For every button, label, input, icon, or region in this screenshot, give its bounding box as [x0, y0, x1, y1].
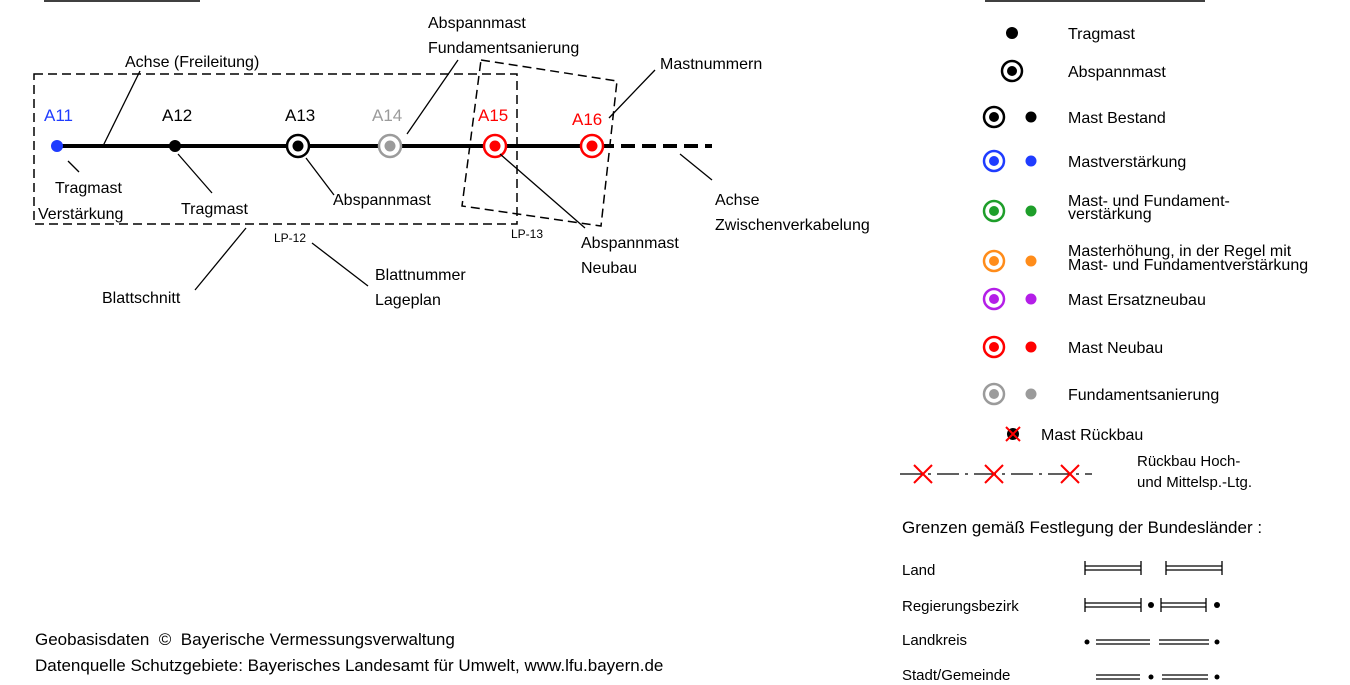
legend-label: und Mittelsp.-Ltg. [1137, 474, 1252, 491]
callout-abspannmast: Abspannmast [333, 192, 431, 209]
callout-abspann-fund-1: Abspannmast [428, 15, 526, 32]
sheet-number-lp12: LP-12 [274, 231, 306, 245]
legend-item-9: Fundamentsanierung [982, 382, 1219, 406]
boundaries-heading: Grenzen gemäß Festlegung der Bundeslände… [902, 518, 1262, 537]
callout-abspann-neu-1: Abspannmast [581, 235, 679, 252]
callout-blattnummer-2: Lageplan [375, 292, 441, 309]
sheet-number-lp13: LP-13 [511, 227, 543, 241]
legend-label: Mast Bestand [1068, 110, 1166, 127]
legend-label: Tragmast [1068, 26, 1136, 43]
sheet-frame-lp13 [461, 59, 618, 227]
legend-item-2: Abspannmast [1000, 59, 1166, 83]
mast-label: A15 [478, 106, 508, 125]
mast-label: A16 [572, 110, 602, 129]
callout-tragmast: Tragmast [181, 201, 249, 218]
boundary-row-landkreis: Landkreis [902, 632, 1220, 649]
footer-line2: Datenquelle Schutzgebiete: Bayerisches L… [35, 656, 663, 675]
tragmast-symbol-icon [1025, 205, 1037, 217]
sheet-frame-lp12 [33, 73, 518, 225]
example-diagram: A11 A12 A13 A14 A15 A16 [33, 15, 870, 309]
mast-label: A12 [162, 106, 192, 125]
mast-a16: A16 [572, 110, 605, 159]
legend-label: Mast Neubau [1068, 340, 1163, 357]
mast-label: A13 [285, 106, 315, 125]
legend-label: Mast- und Fundament- [1068, 193, 1230, 210]
callout-zwischen-2: Zwischenverkabelung [715, 217, 870, 234]
legend-label: Masterhöhung, in der Regel mit [1068, 243, 1292, 260]
legend-label: Mastverstärkung [1068, 154, 1186, 171]
boundary-row-land: Land [902, 561, 1223, 579]
callout-abspann-neu-2: Neubau [581, 260, 637, 277]
legend-label: Mast Ersatzneubau [1068, 292, 1206, 309]
tragmast-symbol-icon [1025, 111, 1037, 123]
mast-a12: A12 [162, 106, 192, 152]
tragmast-symbol-icon [1006, 27, 1018, 39]
mast-a11: A11 [44, 106, 73, 152]
callout-abspann-fund-2: Fundamentsanierung [428, 40, 579, 57]
callout-blattschnitt: Blattschnitt [102, 290, 181, 307]
boundary-label: Regierungsbezirk [902, 598, 1019, 615]
callout-tragmast-verst-1: Tragmast [55, 180, 123, 197]
callout-tragmast-verst-2: Verstärkung [38, 206, 123, 223]
mast-a14: A14 [372, 106, 403, 159]
tragmast-symbol-icon [1025, 293, 1037, 305]
legend-item-10: Mast Rückbau [1005, 426, 1143, 444]
boundary-row-regierungsbezirk: Regierungsbezirk [902, 598, 1220, 615]
legend-item-4: Mastverstärkung [982, 149, 1186, 173]
mast-a15: A15 [478, 106, 508, 159]
legend-label: Mast Rückbau [1041, 427, 1143, 444]
mast-label: A11 [44, 106, 73, 125]
boundary-row-gemeinde: Stadt/Gemeinde [902, 667, 1220, 684]
boundary-label: Stadt/Gemeinde [902, 667, 1010, 684]
legend-label: Fundamentsanierung [1068, 387, 1219, 404]
red-cross-icon [913, 464, 1080, 484]
footer-line1: Geobasisdaten © Bayerische Vermessungsve… [35, 630, 455, 649]
boundary-label: Landkreis [902, 632, 967, 649]
legend-item-1: Tragmast [1006, 26, 1136, 43]
legend-label: Abspannmast [1068, 64, 1166, 81]
legend-rueckbau-line: Rückbau Hoch- und Mittelsp.-Ltg. [900, 453, 1252, 491]
legend-label: Rückbau Hoch- [1137, 453, 1240, 470]
callout-blattnummer-1: Blattnummer [375, 267, 466, 284]
legend-item-7: Mast Ersatzneubau [982, 287, 1206, 311]
callout-mastnummern: Mastnummern [660, 56, 762, 73]
legend-item-3: Mast Bestand [982, 105, 1166, 129]
legend-item-8: Mast Neubau [982, 335, 1163, 359]
mast-label: A14 [372, 106, 402, 125]
tragmast-symbol-icon [1025, 255, 1037, 267]
callout-zwischen-1: Achse [715, 192, 760, 209]
boundary-label: Land [902, 562, 935, 579]
tragmast-symbol-icon [1025, 155, 1037, 167]
legend-label: verstärkung [1068, 206, 1152, 223]
legend-label: Mast- und Fundamentverstärkung [1068, 257, 1308, 274]
tragmast-symbol-icon [1025, 388, 1037, 400]
mast-a13: A13 [285, 106, 315, 159]
callout-achse: Achse (Freileitung) [125, 54, 259, 71]
tragmast-symbol-icon [1025, 341, 1037, 353]
callout-leaders [67, 59, 713, 291]
legend-item-5: Mast- und Fundament-verstärkung [982, 193, 1230, 223]
